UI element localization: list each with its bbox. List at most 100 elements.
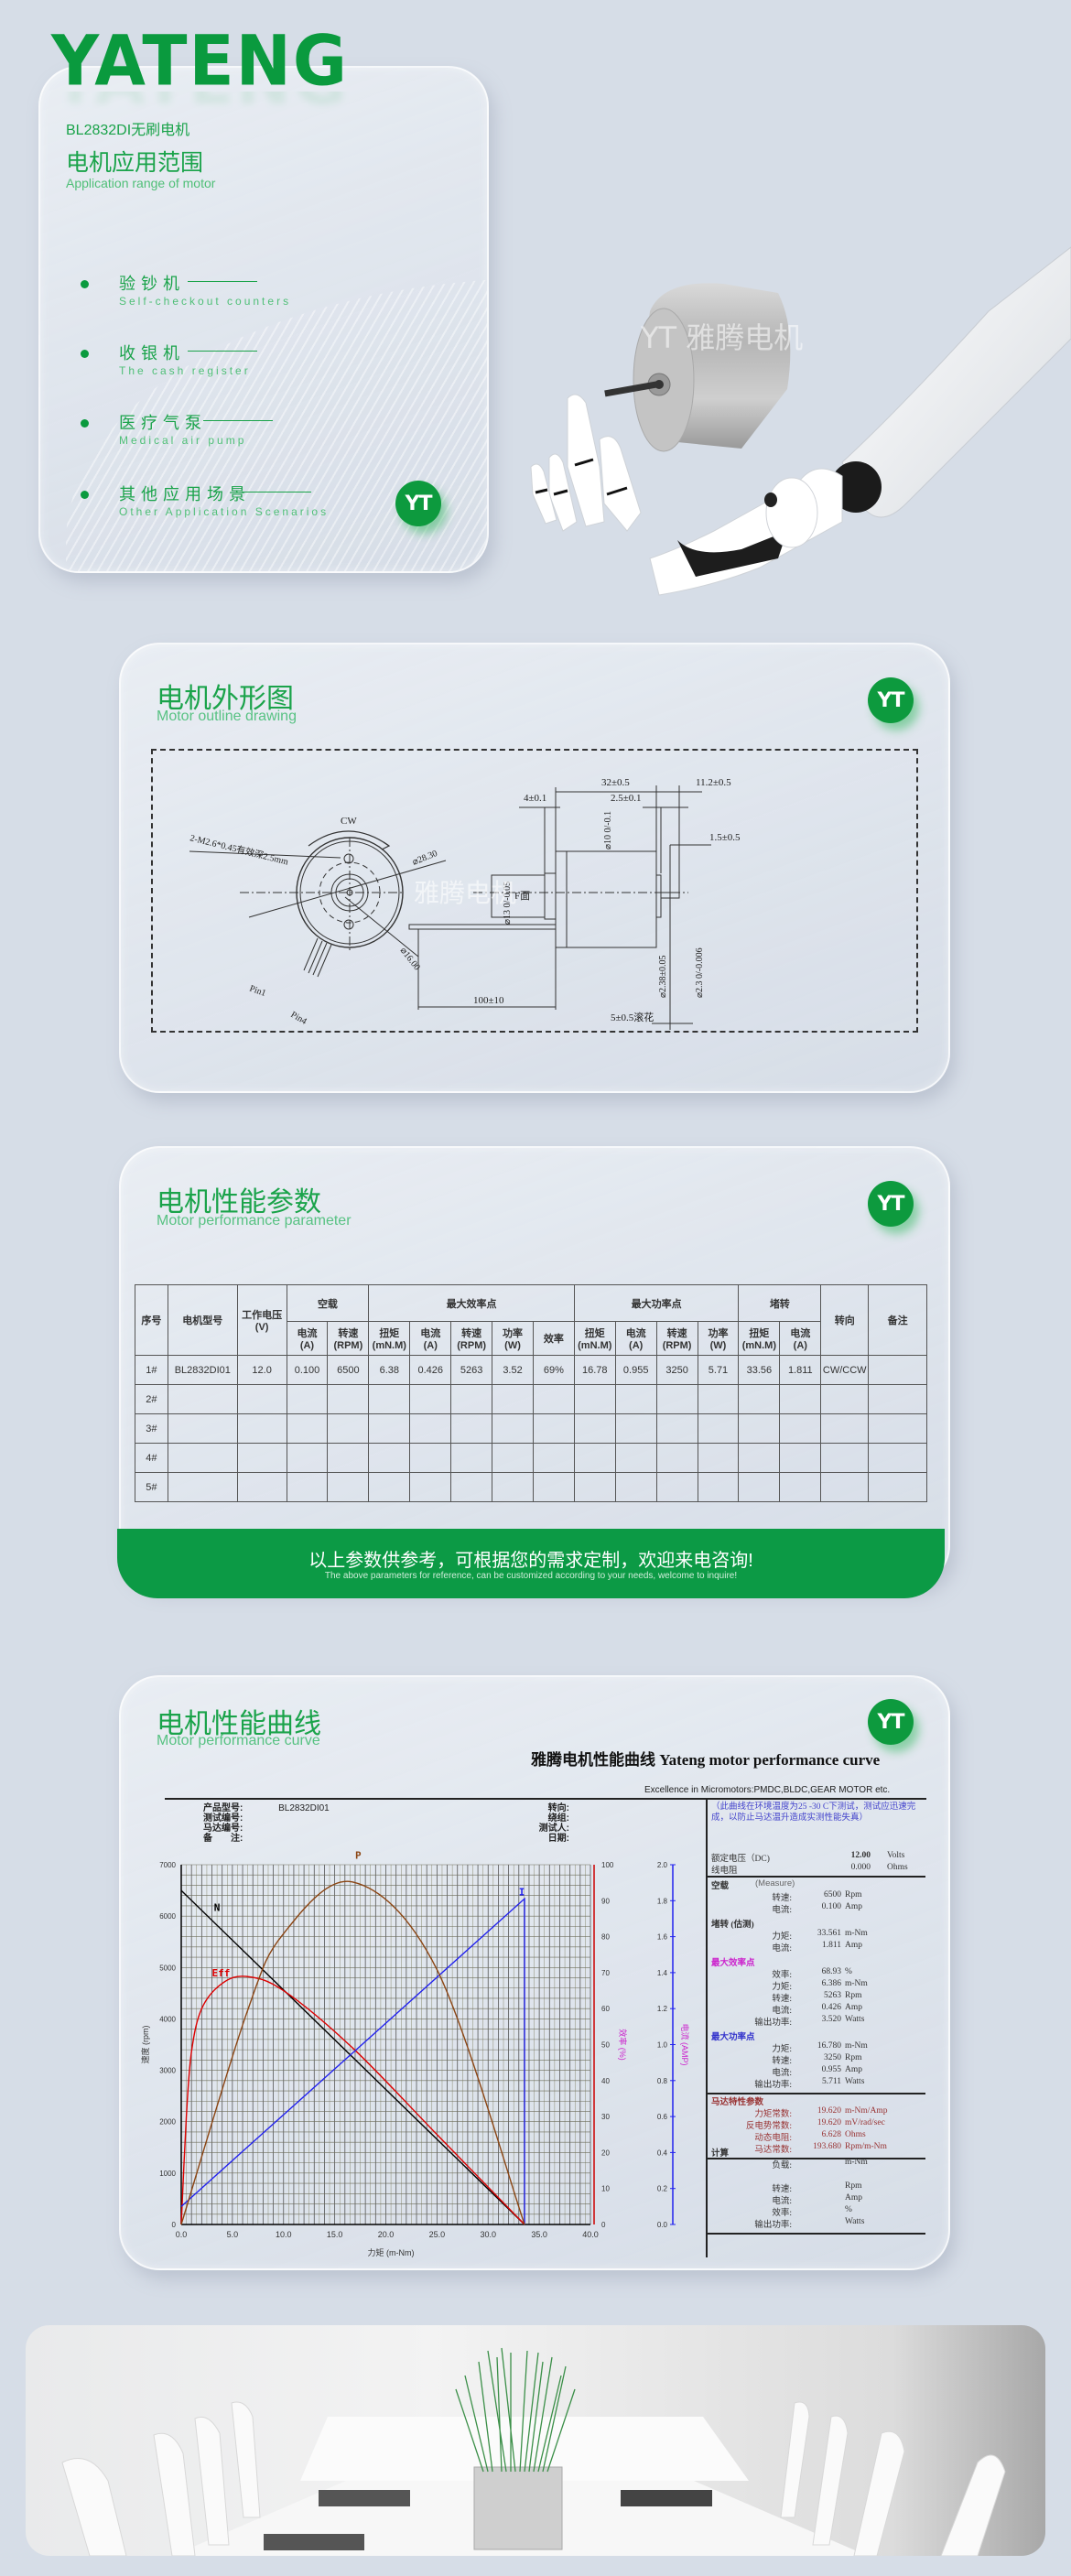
info-row: 转速:Rpm bbox=[772, 2181, 862, 2194]
table-cell: 69% bbox=[532, 1355, 575, 1385]
outline-card bbox=[119, 643, 950, 1093]
application-zh: 收银机 bbox=[119, 344, 185, 363]
table-cell bbox=[697, 1384, 740, 1414]
svg-text:1.0: 1.0 bbox=[657, 2041, 668, 2050]
table-cell bbox=[697, 1472, 740, 1502]
thread-label: 2-M2.6*0.45有效深2.5mm bbox=[189, 831, 289, 867]
tip-length-label: 1.5±0.5 bbox=[709, 832, 741, 843]
pin1-label: Pin1 bbox=[248, 983, 267, 999]
params-subtitle: Motor performance parameter bbox=[157, 1213, 352, 1228]
table-cell bbox=[236, 1413, 287, 1444]
table-cell bbox=[868, 1355, 927, 1385]
sub-header: 电流(A) bbox=[286, 1321, 329, 1356]
table-cell bbox=[167, 1384, 238, 1414]
side-view bbox=[408, 785, 711, 1030]
table-cell bbox=[820, 1413, 870, 1444]
info-section-heading: 计算 bbox=[711, 2149, 730, 2159]
info-row: 负载:m-Nm bbox=[772, 2158, 868, 2170]
table-cell: BL2832DI01 bbox=[167, 1355, 238, 1385]
table-cell bbox=[492, 1384, 534, 1414]
sub-header: 转速(RPM) bbox=[327, 1321, 370, 1356]
svg-text:10: 10 bbox=[601, 2185, 610, 2193]
table-cell: 5.71 bbox=[697, 1355, 740, 1385]
header-voltage: 工作电压(V) bbox=[236, 1284, 287, 1356]
svg-text:80: 80 bbox=[601, 1933, 610, 1942]
table-cell bbox=[409, 1413, 452, 1444]
dia-knurl-label: ⌀2.38±0.05 bbox=[658, 955, 668, 998]
table-cell bbox=[779, 1384, 822, 1414]
product-line-label: BL2832DI无刷电机 bbox=[66, 123, 190, 138]
svg-text:4000: 4000 bbox=[159, 2015, 176, 2023]
svg-text:60: 60 bbox=[601, 2005, 610, 2013]
table-cell: 3250 bbox=[655, 1355, 698, 1385]
table-cell bbox=[286, 1472, 329, 1502]
table-cell bbox=[532, 1413, 575, 1444]
params-title: 电机性能参数 bbox=[157, 1187, 321, 1218]
table-cell bbox=[368, 1384, 411, 1414]
sub-header: 扭矩(mN.M) bbox=[368, 1321, 411, 1356]
table-cell: 1.811 bbox=[779, 1355, 822, 1385]
application-en: Self-checkout counters bbox=[119, 295, 292, 308]
face-label: F面 bbox=[514, 891, 530, 902]
table-cell: 16.78 bbox=[573, 1355, 616, 1385]
outline-drawing: CW 2-M2.6*0.45有效深2.5mm ⌀28.30 ⌀16.00 Pin… bbox=[151, 749, 918, 1033]
table-cell: 6.38 bbox=[368, 1355, 411, 1385]
table-cell bbox=[614, 1384, 657, 1414]
curve-subtitle: Motor performance curve bbox=[157, 1733, 320, 1748]
table-cell bbox=[492, 1443, 534, 1473]
table-row: 4# bbox=[135, 1443, 927, 1473]
table-cell bbox=[532, 1472, 575, 1502]
table-cell bbox=[368, 1472, 411, 1502]
svg-text:0.6: 0.6 bbox=[657, 2113, 668, 2121]
info-section-heading: 最大功率点 bbox=[711, 2033, 755, 2042]
table-cell bbox=[327, 1443, 370, 1473]
table-row: 5# bbox=[135, 1472, 927, 1502]
curve-info-panel: （此曲线在环境温度为25 -30 C下测试，测试应迅速完成，以防止马达温升造成实… bbox=[706, 1800, 925, 2257]
table-cell bbox=[738, 1384, 781, 1414]
table-cell bbox=[614, 1413, 657, 1444]
table-cell bbox=[820, 1384, 870, 1414]
divider bbox=[165, 1798, 926, 1800]
robot-hand-motor-image: YT 雅腾电机 bbox=[530, 246, 1071, 596]
svg-text:20: 20 bbox=[601, 2148, 610, 2157]
application-zh: 医疗气泵 bbox=[119, 414, 207, 432]
table-cell: 4# bbox=[135, 1443, 168, 1473]
sub-header: 功率(W) bbox=[492, 1321, 534, 1356]
svg-text:2.0: 2.0 bbox=[657, 1861, 668, 1869]
table-cell bbox=[409, 1384, 452, 1414]
svg-text:电流 (AMP): 电流 (AMP) bbox=[680, 2024, 690, 2066]
table-cell bbox=[368, 1413, 411, 1444]
table-cell bbox=[236, 1384, 287, 1414]
performance-table: 序号 电机型号 工作电压(V) 空载 最大效率点 最大功率点 堵转 转向 备注 … bbox=[135, 1284, 927, 1502]
info-row: 输出功率:Watts bbox=[754, 2217, 865, 2230]
table-cell bbox=[236, 1443, 287, 1473]
table-cell: 2# bbox=[135, 1384, 168, 1414]
table-cell bbox=[779, 1472, 822, 1502]
svg-text:10.0: 10.0 bbox=[276, 2230, 292, 2239]
svg-text:P: P bbox=[355, 1849, 362, 1861]
table-cell: 1# bbox=[135, 1355, 168, 1385]
svg-text:0.2: 0.2 bbox=[657, 2185, 668, 2193]
svg-text:30: 30 bbox=[601, 2113, 610, 2121]
table-cell bbox=[409, 1472, 452, 1502]
table-cell bbox=[738, 1443, 781, 1473]
table-row: 3# bbox=[135, 1413, 927, 1444]
yt-logo-badge: YT bbox=[868, 677, 914, 723]
outline-title: 电机外形图 bbox=[157, 684, 294, 714]
step-length-label: 2.5±0.1 bbox=[611, 793, 642, 804]
banner-text: 以上参数供参考，可根据您的需求定制，欢迎来电咨询! bbox=[308, 1551, 753, 1571]
sub-header: 效率 bbox=[532, 1321, 575, 1356]
table-cell bbox=[532, 1443, 575, 1473]
svg-text:6000: 6000 bbox=[159, 1912, 176, 1921]
svg-text:N: N bbox=[214, 1902, 221, 1914]
yt-logo-badge: YT bbox=[395, 481, 441, 526]
pin4-label: Pin4 bbox=[289, 1010, 308, 1027]
table-cell: 5# bbox=[135, 1472, 168, 1502]
table-cell bbox=[868, 1443, 927, 1473]
